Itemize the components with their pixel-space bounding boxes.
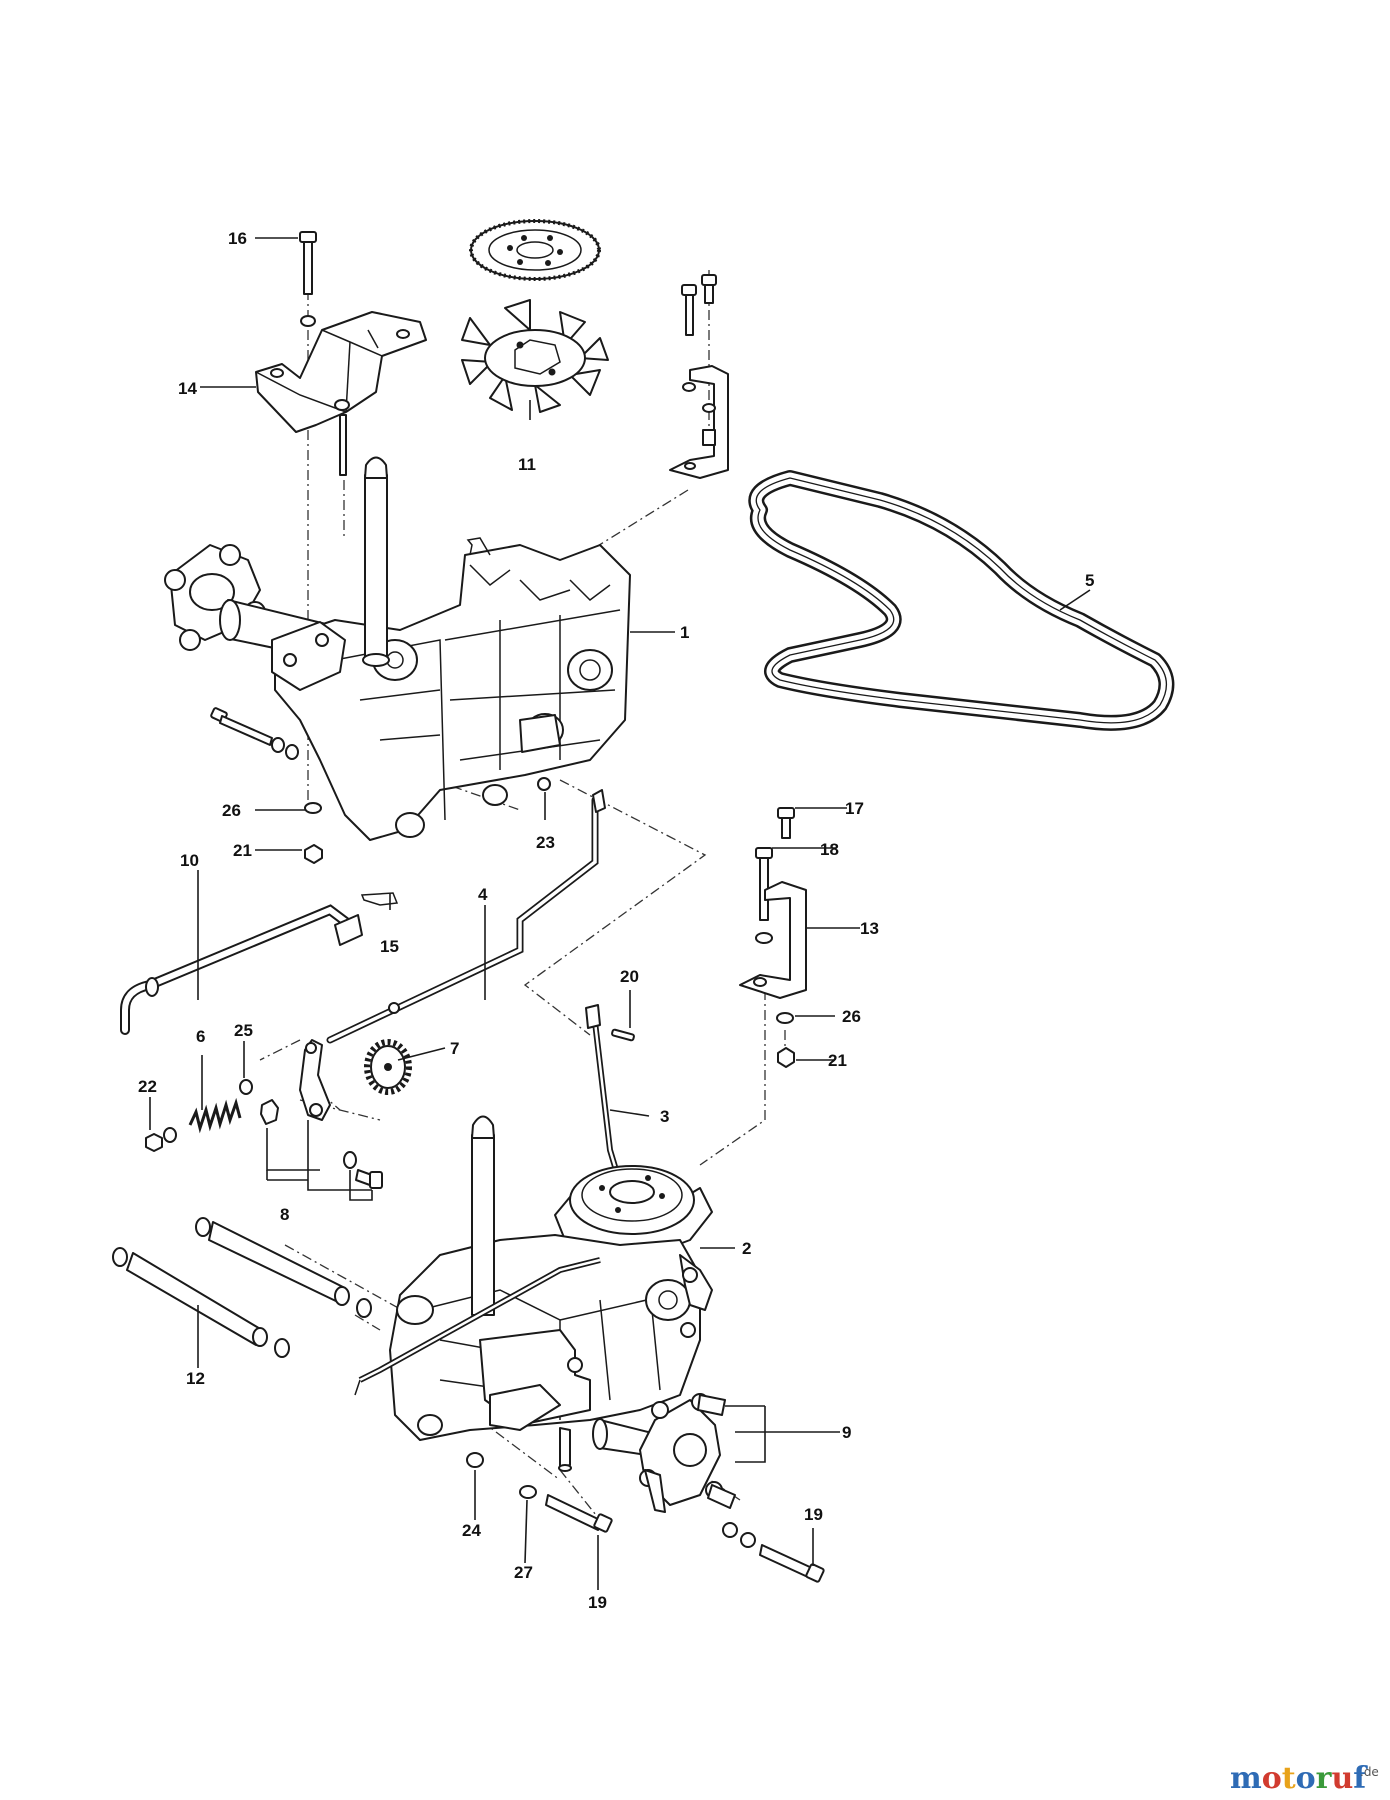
bracket-13 — [739, 807, 807, 1068]
bolt-16 — [299, 231, 317, 327]
label-4: 4 — [478, 885, 488, 904]
bolt-washers-left — [210, 707, 551, 864]
label-8: 8 — [280, 1205, 289, 1224]
label-16: 16 — [228, 229, 247, 248]
label-13: 13 — [860, 919, 879, 938]
transaxle-1 — [164, 456, 631, 841]
label-6: 6 — [196, 1027, 205, 1046]
label-14: 14 — [178, 379, 197, 398]
label-26-lower: 26 — [842, 1007, 861, 1026]
transaxle-2 — [354, 1115, 736, 1513]
wm-letter: m — [1230, 1761, 1262, 1796]
label-7: 7 — [450, 1039, 459, 1058]
label-9: 9 — [842, 1423, 851, 1442]
wm-domain: .de — [1360, 1765, 1379, 1779]
label-18: 18 — [820, 840, 839, 859]
wm-letter: o — [1262, 1761, 1282, 1796]
spring-6 — [145, 1079, 253, 1152]
label-3: 3 — [660, 1107, 669, 1126]
label-5: 5 — [1085, 571, 1094, 590]
fan-11 — [461, 299, 609, 413]
rod-4 — [326, 789, 606, 1044]
rod-10 — [120, 904, 363, 1035]
label-21-lower: 21 — [828, 1051, 847, 1070]
label-1: 1 — [680, 623, 689, 642]
label-25: 25 — [234, 1021, 253, 1040]
leader-lines — [149, 237, 1091, 1590]
motoruf-watermark: motoruf .de — [1230, 1761, 1379, 1796]
svg-text:motoruf: motoruf — [1230, 1761, 1368, 1796]
sprocket-7 — [364, 1039, 412, 1095]
bracket-upper-right — [669, 274, 729, 479]
label-22: 22 — [138, 1077, 157, 1096]
label-10: 10 — [180, 851, 199, 870]
belt-5 — [748, 470, 1175, 731]
lever-assembly-8 — [260, 1039, 383, 1201]
label-24: 24 — [462, 1521, 481, 1540]
wm-letter: f — [1353, 1761, 1368, 1796]
label-23: 23 — [536, 833, 555, 852]
label-21-upper: 21 — [233, 841, 252, 860]
label-12: 12 — [186, 1369, 205, 1388]
label-19-right: 19 — [804, 1505, 823, 1524]
wm-letter: u — [1331, 1761, 1353, 1796]
label-20: 20 — [620, 967, 639, 986]
label-17: 17 — [845, 799, 864, 818]
lower-hardware — [466, 1452, 825, 1583]
bracket-14 — [255, 311, 427, 476]
label-27: 27 — [514, 1563, 533, 1582]
drive-gear-ring — [469, 219, 601, 281]
label-11: 11 — [518, 455, 536, 474]
label-26-upper: 26 — [222, 801, 241, 820]
part-labels: 16 14 11 1 5 26 21 23 10 15 4 17 18 13 2… — [138, 229, 1094, 1612]
wm-letter: o — [1296, 1761, 1316, 1796]
label-19-lower: 19 — [588, 1593, 607, 1612]
clip-15 — [360, 892, 399, 906]
label-15: 15 — [380, 937, 399, 956]
wm-letter: r — [1316, 1761, 1333, 1796]
shafts-12 — [112, 1217, 372, 1358]
wm-letter: t — [1282, 1761, 1296, 1796]
label-2: 2 — [742, 1239, 751, 1258]
